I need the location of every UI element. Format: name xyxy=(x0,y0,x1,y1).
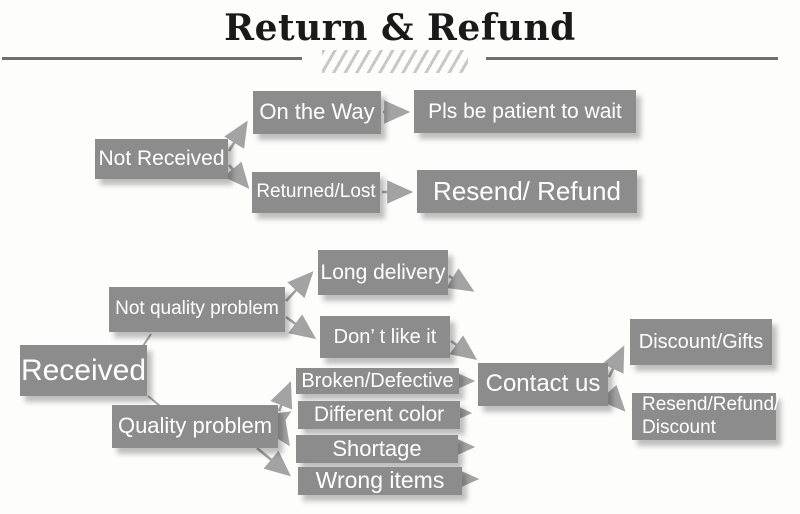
arrow-notquality-dontlike xyxy=(285,314,317,340)
resend-refund-discount-line2: Discount xyxy=(642,416,716,438)
node-not-received: Not Received xyxy=(95,139,228,179)
hatch-decoration xyxy=(322,50,468,73)
arrow-longdelivery-contact xyxy=(446,268,475,292)
arrow-contact-discountgifts xyxy=(602,345,625,378)
node-contact-us: Contact us xyxy=(478,363,608,406)
node-quality-problem: Quality problem xyxy=(112,405,278,448)
arrow-contact-resendrefunddiscount xyxy=(599,384,626,412)
arrow-notreceived-ontheway xyxy=(224,120,248,152)
node-different-color: Different color xyxy=(298,401,460,429)
title-rule-left xyxy=(2,57,302,60)
arrow-notquality-longdelivery xyxy=(285,271,314,302)
arrow-dontlike-contact xyxy=(449,335,478,361)
node-long-delivery: Long delivery xyxy=(318,250,448,295)
node-received: Received xyxy=(20,345,147,396)
node-broken-defective: Broken/Defective xyxy=(296,368,459,394)
arrow-notreceived-returnedlost xyxy=(223,161,250,189)
node-on-the-way: On the Way xyxy=(253,91,381,134)
arrow-quality-broken xyxy=(270,381,293,412)
title-rule-right xyxy=(486,57,778,60)
node-not-quality-problem: Not quality problem xyxy=(109,287,285,332)
resend-refund-discount-line1: Resend/Refund/ xyxy=(642,394,780,416)
arrow-quality-wrongitems xyxy=(256,447,291,477)
node-resend-refund-discount: Resend/Refund/ Discount xyxy=(632,393,780,440)
node-dont-like-it: Don’ t like it xyxy=(320,316,450,358)
arrow-quality-shortage xyxy=(265,418,290,447)
node-pls-be-patient: Pls be patient to wait xyxy=(414,90,636,133)
arrow-quality-differentcolor xyxy=(263,411,292,435)
node-returned-lost: Returned/Lost xyxy=(252,172,380,213)
node-resend-refund: Resend/ Refund xyxy=(417,170,637,213)
page-title: Return & Refund xyxy=(224,7,576,49)
node-wrong-items: Wrong items xyxy=(298,467,462,495)
node-shortage: Shortage xyxy=(296,435,458,463)
node-discount-gifts: Discount/Gifts xyxy=(630,319,772,365)
